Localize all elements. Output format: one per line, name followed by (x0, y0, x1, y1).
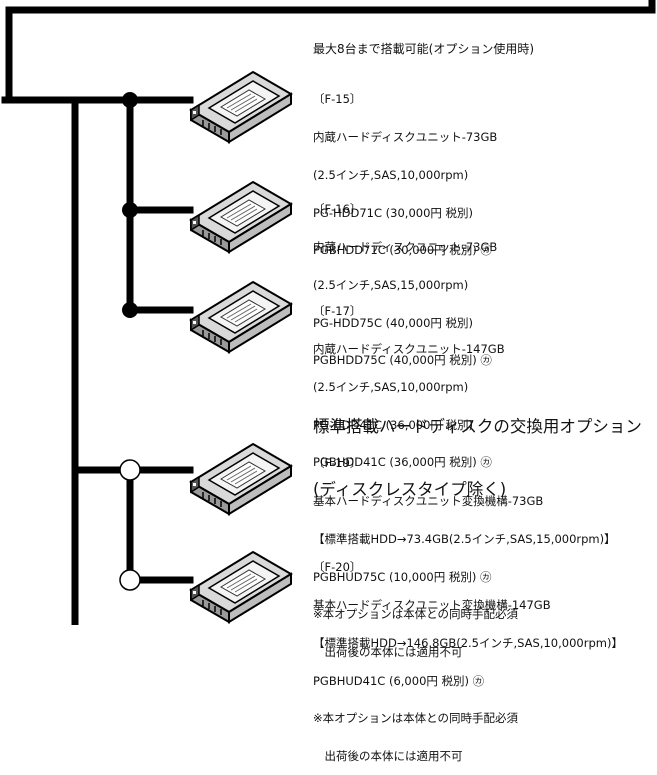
hdd-unit-icon (190, 443, 292, 515)
open-junction (119, 459, 141, 481)
option-line: 内蔵ハードディスクユニット-73GB (313, 129, 498, 144)
option-code: 〔F-15〕 (313, 92, 362, 107)
option-line: PG-HDD41C (36,000円 税別) (313, 417, 474, 432)
option-code: 〔F-17〕 (313, 304, 362, 319)
option-line: 基本ハードディスクユニット変換機構-73GB (313, 493, 544, 508)
option-code: 〔F-16〕 (313, 202, 362, 217)
option-line: ※本オプションは本体との同時手配必須 (313, 711, 519, 726)
junction-dot (122, 202, 138, 218)
option-line: 内蔵ハードディスクユニット-147GB (313, 341, 505, 356)
option-f17-block: 〔F-17〕 内蔵ハードディスクユニット-147GB (2.5インチ,SAS,1… (313, 280, 505, 482)
standard-replacement-heading: 標準搭載ハードディスクの交換用オプション (ディスクレスタイプ除く) (313, 374, 642, 521)
hdd-unit-icon (190, 281, 292, 353)
option-line: PG-HDD71C (30,000円 税別) (313, 205, 474, 220)
option-line: PGBHDD41C (36,000円 税別) ㋕ (313, 455, 492, 470)
heading-line-2: (ディスクレスタイプ除く) (313, 480, 507, 499)
option-line: 【標準搭載HDD→73.4GB(2.5インチ,SAS,15,000rpm)】 (313, 531, 616, 546)
max-units-caption: 最大8台まで搭載可能(オプション使用時) (313, 42, 534, 56)
hdd-unit-icon (190, 181, 292, 253)
junction-dot (122, 92, 138, 108)
option-code: 〔F-19〕 (313, 456, 362, 471)
option-line: PGBHDD75C (40,000円 税別) ㋕ (313, 353, 492, 368)
option-line: PGBHDD71C (30,000円 税別) ㋕ (313, 243, 492, 258)
option-line: PGBHUD75C (10,000円 税別) ㋕ (313, 569, 492, 584)
option-line: 【標準搭載HDD→146.8GB(2.5インチ,SAS,10,000rpm)】 (313, 635, 623, 650)
option-f15-block: 〔F-15〕 内蔵ハードディスクユニット-73GB (2.5インチ,SAS,10… (313, 68, 497, 270)
connector-diagram (1, 0, 656, 625)
option-f16-block: 〔F-16〕 内蔵ハードディスクユニット-73GB (2.5インチ,SAS,15… (313, 178, 497, 380)
option-code: 〔F-20〕 (313, 560, 362, 575)
option-line: (2.5インチ,SAS,10,000rpm) (313, 379, 469, 394)
option-line: (2.5インチ,SAS,15,000rpm) (313, 277, 469, 292)
hdd-unit-icon (190, 71, 292, 143)
option-line: 内蔵ハードディスクユニット-73GB (313, 239, 498, 254)
open-junction (119, 569, 141, 591)
option-line: ※本オプションは本体との同時手配必須 (313, 607, 519, 622)
hdd-unit-icon (190, 551, 292, 623)
heading-line-1: 標準搭載ハードディスクの交換用オプション (313, 417, 642, 436)
option-line: 出荷後の本体には適用不可 (313, 749, 463, 764)
option-line: PG-HDD75C (40,000円 税別) (313, 315, 474, 330)
option-line: 基本ハードディスクユニット変換機構-147GB (313, 597, 551, 612)
option-line: (2.5インチ,SAS,10,000rpm) (313, 167, 469, 182)
junction-dot (122, 302, 138, 318)
top-bus-line (5, 0, 656, 104)
option-line: PGBHUD41C (6,000円 税別) ㋕ (313, 673, 485, 688)
option-f20-block: 〔F-20〕 基本ハードディスクユニット変換機構-147GB 【標準搭載HDD→… (313, 536, 623, 775)
